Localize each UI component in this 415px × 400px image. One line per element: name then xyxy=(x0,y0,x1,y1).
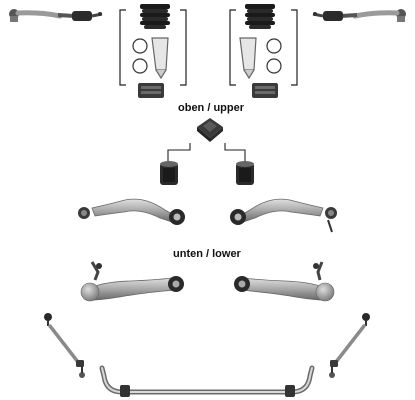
control-arm-upper-left xyxy=(78,198,185,225)
connector-bracket xyxy=(167,143,246,168)
bushing-upper-left xyxy=(160,161,178,185)
bushing-upper-right xyxy=(236,161,254,185)
clamp-icon xyxy=(132,58,148,74)
clamp-icon xyxy=(266,38,282,54)
stabilizer-link-left xyxy=(44,313,85,378)
tie-rod-left xyxy=(9,9,103,22)
nut-icon xyxy=(138,83,164,98)
grease-tube-icon xyxy=(239,37,257,71)
clamp-icon xyxy=(132,38,148,54)
label-upper: oben / upper xyxy=(178,102,244,114)
control-arm-lower-left xyxy=(80,261,184,302)
steering-boot-kit-left xyxy=(119,4,187,98)
grease-tube-icon xyxy=(151,37,169,71)
label-lower: unten / lower xyxy=(173,248,241,260)
nut-icon xyxy=(252,83,278,98)
kit-bracket xyxy=(119,9,126,86)
clamp-icon xyxy=(266,58,282,74)
kit-bracket xyxy=(229,9,236,86)
control-arm-lower-right xyxy=(234,261,335,302)
tie-rod-right xyxy=(312,9,406,22)
stabilizer-bar xyxy=(99,365,315,397)
stabilizer-link-right xyxy=(329,313,370,378)
boot-icon xyxy=(140,4,170,29)
boot-icon xyxy=(245,4,275,29)
control-arm-upper-right xyxy=(230,198,337,233)
kit-bracket xyxy=(291,9,298,86)
kit-bracket xyxy=(180,9,187,86)
steering-boot-kit-right xyxy=(229,4,298,98)
mount-bushing-top xyxy=(197,118,223,142)
